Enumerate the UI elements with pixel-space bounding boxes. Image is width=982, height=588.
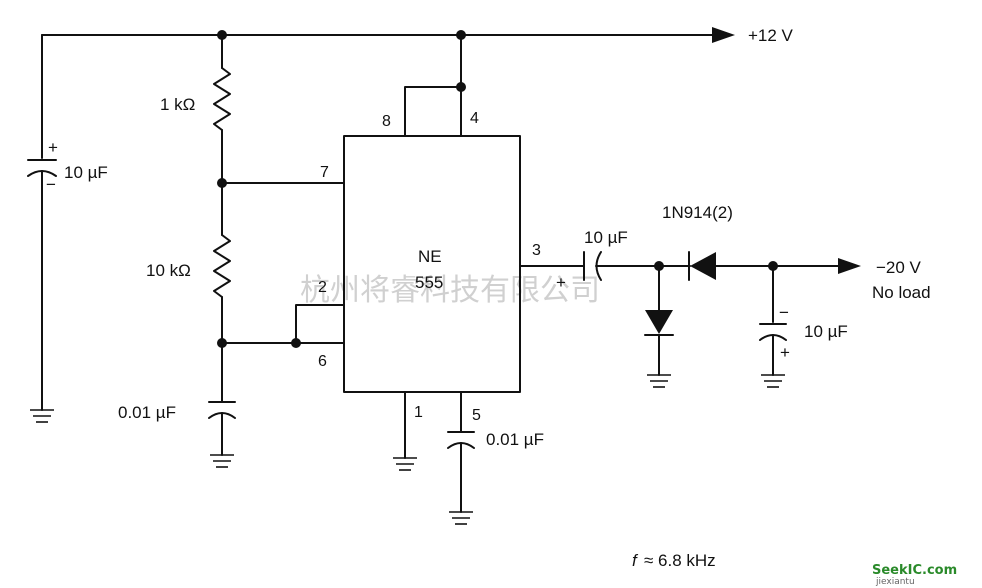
pin1-ground [393, 391, 417, 471]
pin-1-label: 1 [414, 404, 423, 421]
pin-5-label: 5 [472, 407, 481, 424]
pin2-wire [295, 304, 345, 344]
pin-8-label: 8 [382, 113, 391, 130]
ic-name-line1: NE [418, 247, 442, 266]
vcc-arrow-icon [712, 27, 735, 43]
vout-note: No load [872, 283, 931, 302]
left-cap-minus: − [46, 175, 56, 194]
pin-6-label: 6 [318, 353, 327, 370]
pin8-pin4-wires [404, 34, 466, 137]
output-cap-label: 10 µF [804, 322, 848, 341]
timing-capacitor [208, 401, 236, 468]
output-cap-plus: + [780, 343, 790, 362]
timing-cap-label: 0.01 µF [118, 403, 176, 422]
control-capacitor [447, 391, 475, 525]
left-filter-capacitor [27, 34, 57, 401]
r2-label: 10 kΩ [146, 261, 191, 280]
vout-arrow-icon [838, 258, 861, 274]
vout-label: −20 V [876, 258, 922, 277]
control-cap-label: 0.01 µF [486, 430, 544, 449]
resistor-10k [213, 234, 231, 403]
freq-value: ≈ 6.8 kHz [644, 551, 716, 570]
shunt-diode-icon [644, 265, 674, 388]
coupling-cap-plus: + [556, 273, 566, 292]
diode-label: 1N914(2) [662, 203, 733, 222]
coupling-cap-label: 10 µF [584, 228, 628, 247]
output-cap-minus: − [779, 303, 789, 322]
ic-name-line2: 555 [415, 273, 443, 292]
resistor-1k [213, 34, 231, 236]
left-cap-plus: + [48, 138, 58, 157]
series-diode-icon [688, 251, 841, 281]
pin-7-label: 7 [320, 164, 329, 181]
coupling-capacitor [519, 251, 691, 281]
vcc-label: +12 V [748, 26, 794, 45]
ne555-chip [343, 135, 521, 393]
vcc-rail [41, 27, 735, 43]
r1-label: 1 kΩ [160, 95, 195, 114]
pin-3-label: 3 [532, 242, 541, 259]
pin-4-label: 4 [470, 110, 479, 127]
site-logo: SeekIC.com [872, 563, 957, 578]
output-capacitor [759, 265, 787, 388]
watermark-text: 杭州将睿科技有限公司 [300, 273, 600, 308]
ground-icon [30, 399, 54, 423]
left-cap-label: 10 µF [64, 163, 108, 182]
freq-symbol: f [632, 551, 639, 570]
site-logo-sub: jiexiantu [875, 577, 915, 587]
pin-2-label: 2 [318, 279, 327, 296]
